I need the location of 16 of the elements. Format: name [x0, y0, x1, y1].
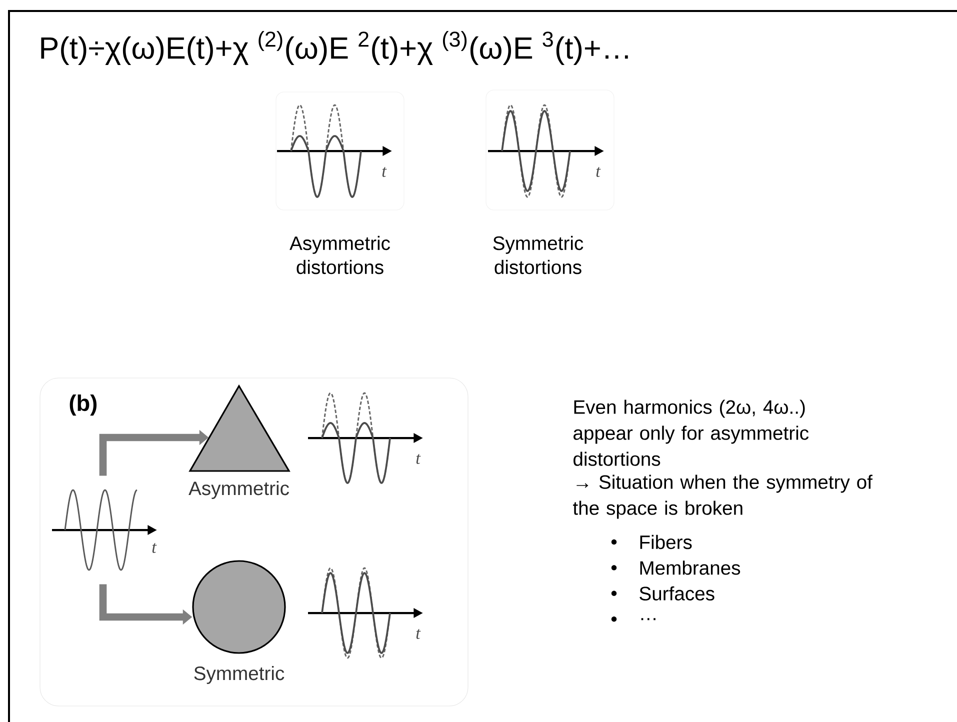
caption: Asymmetric distortions: [290, 236, 390, 274]
axis-label: t: [382, 167, 387, 177]
bullet-item: Surfaces: [640, 586, 714, 600]
node-label: Asymmetric: [188, 480, 289, 500]
title: P(t)÷χ(ω)E(t)+χ $^{(2)}$(ω)E $^{2}$(t)+χ $^{(3)}$(ω)E $^{3}$(t)+…: [41, 31, 628, 65]
paragraph: Even harmonics (2ω, 4ω..) appear only for asymmetric distortions: [574, 400, 809, 466]
axis-label: t: [152, 543, 157, 553]
caption: Symmetric distortions: [493, 236, 584, 274]
paragraph: → Situation when the symmetry of the space is broken: [573, 474, 872, 519]
axis-label: t: [416, 629, 421, 639]
bullet-item: …: [641, 618, 656, 620]
node-label: Symmetric: [194, 666, 284, 684]
bullet-item: Membranes: [640, 560, 740, 575]
axis-label: t: [596, 167, 601, 177]
bullet-item: Fibers: [640, 534, 692, 550]
axis-label: t: [416, 454, 421, 464]
